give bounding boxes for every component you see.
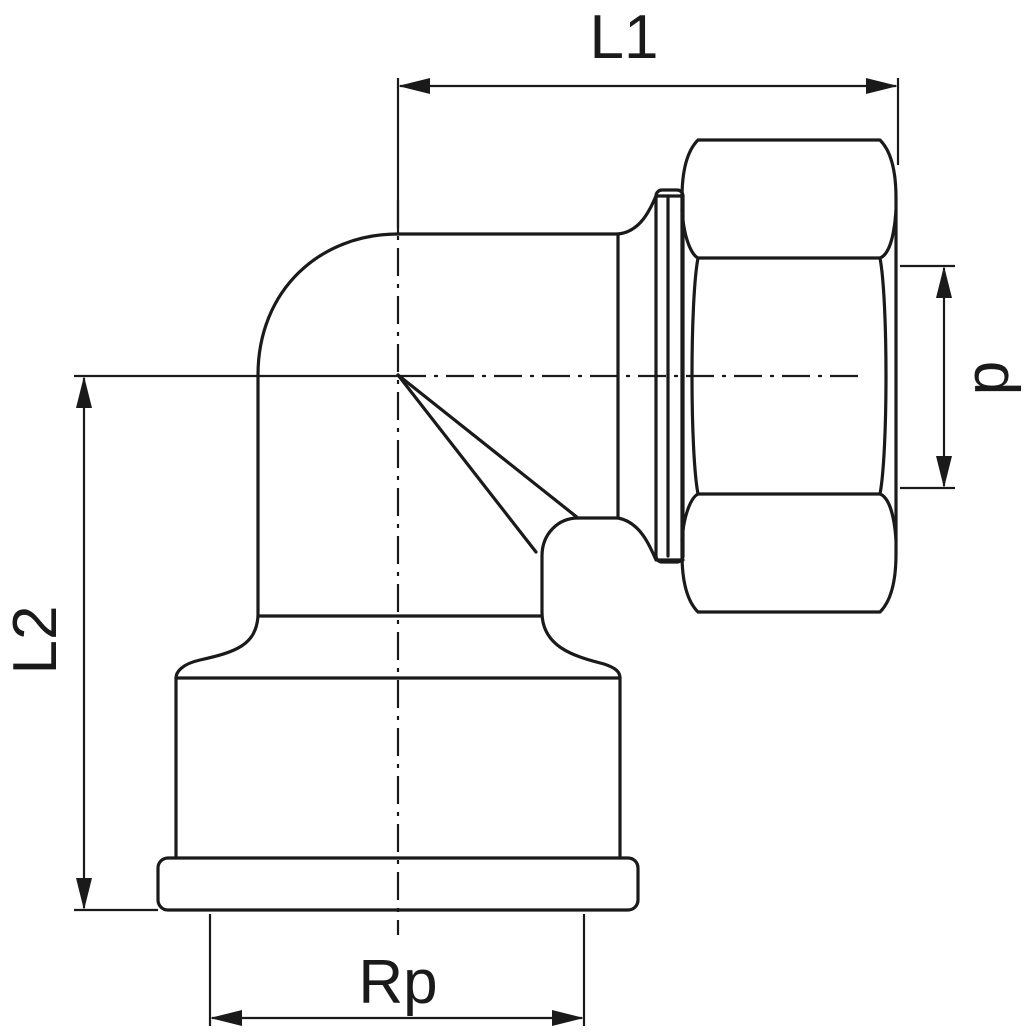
dimension-l1: L1 [396, 3, 900, 234]
dimension-rp: Rp [208, 914, 586, 1026]
l1-arrow-right [866, 78, 898, 94]
inner-boss [540, 516, 622, 680]
dimension-l2: L2 [1, 374, 398, 912]
elbow-outer-bend [256, 232, 620, 618]
p-label: p [953, 361, 1022, 395]
l2-arrow-top [76, 376, 92, 408]
l2-arrow-bottom [76, 878, 92, 910]
p-arrow-bottom [936, 456, 952, 488]
rp-arrow-left [210, 1010, 242, 1026]
rp-label: Rp [358, 948, 437, 1017]
rp-arrow-right [552, 1010, 584, 1026]
hex-nut-lower-face [680, 492, 898, 542]
web-line-upper [396, 373, 580, 520]
elbow-body [174, 188, 685, 680]
hex-nut-middle-right [878, 256, 888, 496]
p-arrow-top [936, 266, 952, 298]
socket-collar-left [174, 614, 260, 680]
web-line-lower [396, 373, 538, 554]
l2-label: L2 [1, 606, 70, 675]
dimension-p: p [900, 264, 1022, 490]
outlet-shoulder-bottom [616, 516, 685, 562]
outlet-shoulder-top [616, 194, 685, 236]
l1-label: L1 [590, 3, 659, 72]
hex-nut-outline [680, 138, 898, 614]
l1-arrow-left [398, 78, 430, 94]
hex-nut-upper-face [680, 208, 898, 260]
